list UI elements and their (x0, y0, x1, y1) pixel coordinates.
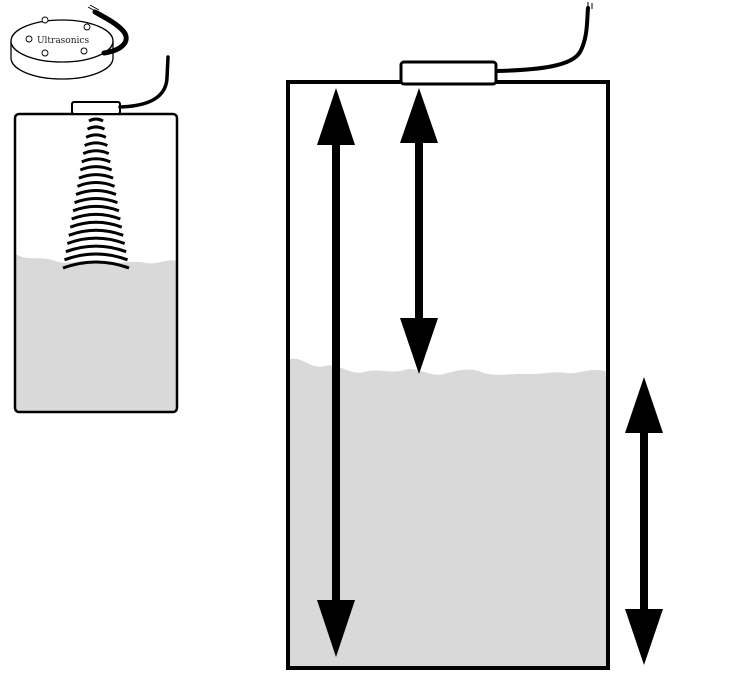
sensor-puck-top (10, 19, 114, 63)
sound-wave-arc (79, 165, 113, 172)
sensor-to-surface-distance-arrow (400, 88, 438, 374)
sound-wave-arc (85, 133, 107, 139)
sound-wave-arc (82, 149, 110, 156)
sound-wave-arc (62, 260, 130, 270)
ultrasonic-sensor-puck: Ultrasonics (10, 4, 129, 80)
sound-wave-arc (86, 125, 106, 131)
sound-wave-arc (76, 181, 116, 188)
small-tank-sensor (71, 101, 121, 115)
tank-height-arrow (317, 88, 355, 657)
sensor-screw-hole (25, 35, 33, 43)
small-tank-liquid (16, 254, 177, 411)
large-tank-liquid (290, 358, 608, 668)
sensor-screw-hole (83, 23, 91, 31)
large-tank-sensor (399, 60, 498, 86)
sound-wave-arc (69, 220, 123, 229)
sound-wave-arc (66, 236, 126, 245)
sensor-screw-hole (80, 47, 88, 55)
sensor-cable-wire (89, 4, 100, 11)
sound-wave-arc (65, 244, 127, 254)
sound-wave-arc (63, 252, 129, 262)
sound-wave-arc (88, 117, 104, 123)
small-tank-group (13, 55, 179, 414)
sensor-cable (92, 9, 129, 56)
liquid-level-arrow (625, 377, 663, 665)
sound-wave-arc (81, 157, 111, 164)
sound-wave-arc (68, 228, 124, 237)
sensor-screw-hole (41, 16, 49, 24)
sound-wave-arc (78, 173, 114, 180)
sensor-screw-hole (41, 49, 49, 57)
sound-wave-arc (75, 189, 117, 196)
sound-wave-arc (84, 141, 108, 147)
sound-wave-pulses (62, 117, 130, 270)
sound-wave-arc (74, 196, 118, 205)
sensor-cable-wire (87, 6, 98, 13)
large-tank-cable (494, 6, 590, 73)
small-tank-cable (118, 55, 170, 109)
large-tank-group (286, 2, 663, 670)
sensor-label: Ultrasonics (37, 36, 90, 46)
sound-wave-arc (72, 204, 120, 213)
sound-wave-arc (71, 212, 121, 221)
